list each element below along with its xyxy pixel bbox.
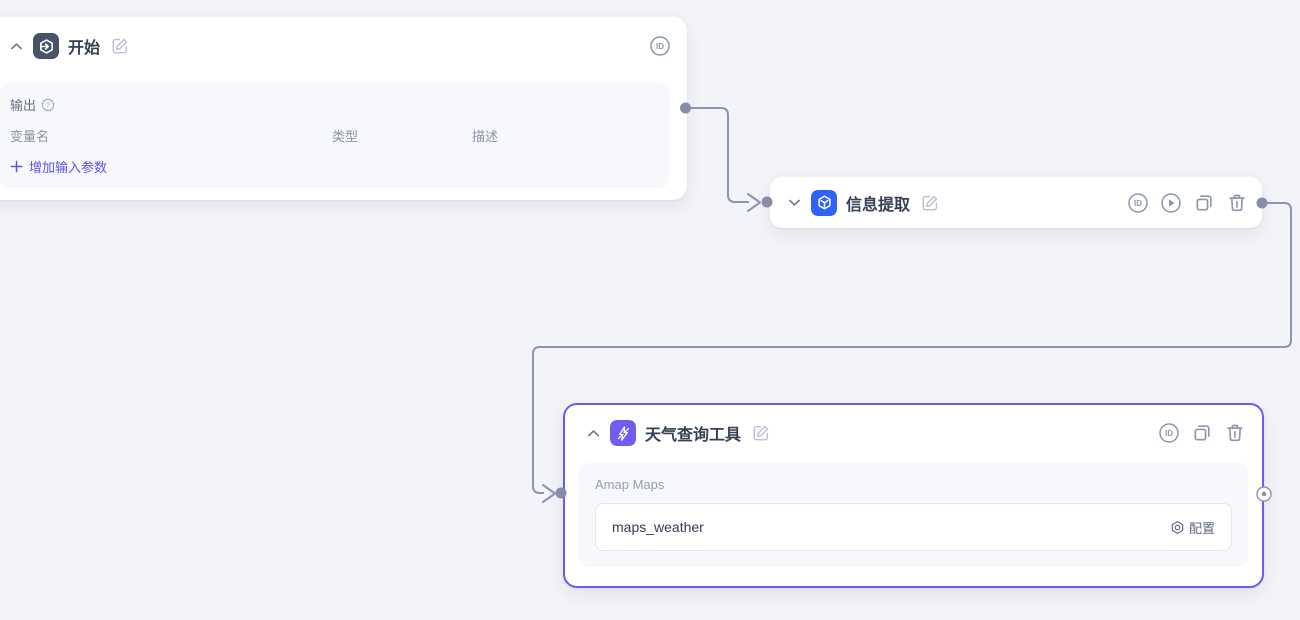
help-icon[interactable]: ?: [41, 98, 55, 112]
svg-text:ID: ID: [656, 42, 664, 51]
node-extract-header: 信息提取 ID: [770, 177, 1262, 228]
gear-icon: [1171, 520, 1184, 534]
node-id-button[interactable]: ID: [649, 35, 671, 57]
edge-extract-to-weather-arrowhead: [542, 484, 556, 503]
duplicate-node-button[interactable]: [1193, 192, 1215, 214]
edit-title-icon[interactable]: [111, 37, 129, 55]
edge-start-to-extract: [687, 107, 749, 203]
node-id-button[interactable]: ID: [1158, 422, 1180, 444]
delete-node-button[interactable]: [1224, 422, 1246, 444]
weather-tool-panel: Amap Maps maps_weather 配置: [579, 463, 1248, 567]
tool-provider-label: Amap Maps: [595, 477, 665, 492]
start-node-icon: [33, 33, 59, 59]
node-extract[interactable]: 信息提取 ID: [770, 177, 1262, 228]
svg-text:ID: ID: [1165, 429, 1173, 438]
node-extract-title: 信息提取: [846, 196, 911, 214]
node-start-title: 开始: [68, 40, 101, 57]
collapse-chevron-up-icon[interactable]: [8, 38, 24, 54]
tool-name: maps_weather: [612, 519, 704, 535]
configure-label: 配置: [1188, 520, 1215, 536]
node-weather-header: 天气查询工具 ID: [565, 405, 1262, 461]
edit-title-icon[interactable]: [921, 194, 939, 212]
node-id-button[interactable]: ID: [1127, 192, 1149, 214]
column-description: 描述: [472, 129, 499, 144]
expand-chevron-down-icon[interactable]: [786, 195, 802, 211]
start-output-panel: 输出 ? 变量名 类型 描述 增加输入参数: [0, 83, 669, 188]
svg-text:ID: ID: [1134, 199, 1142, 208]
tool-row[interactable]: maps_weather 配置: [595, 503, 1232, 551]
edit-title-icon[interactable]: [752, 424, 770, 442]
plus-icon: [10, 160, 23, 173]
output-label: 输出: [10, 98, 37, 113]
collapse-chevron-up-icon[interactable]: [585, 425, 601, 441]
node-start-header: 开始 ID: [0, 17, 687, 75]
add-input-param-label: 增加输入参数: [29, 160, 108, 175]
edge-start-to-extract-arrowhead: [747, 193, 761, 212]
node-weather-title: 天气查询工具: [645, 427, 742, 444]
configure-button[interactable]: 配置: [1170, 518, 1215, 537]
extract-node-icon: [811, 189, 837, 216]
columns-header-row: 变量名 类型 描述: [10, 126, 655, 145]
add-input-param-button[interactable]: 增加输入参数: [10, 157, 107, 176]
svg-text:?: ?: [46, 100, 50, 109]
delete-node-button[interactable]: [1226, 192, 1248, 214]
column-variable-name: 变量名: [10, 129, 50, 144]
run-node-button[interactable]: [1160, 192, 1182, 214]
column-type: 类型: [332, 129, 359, 144]
node-weather-tool[interactable]: 天气查询工具 ID Amap Maps maps_weather: [563, 403, 1264, 588]
weather-tool-icon: [610, 420, 636, 446]
node-start[interactable]: 开始 ID 输出 ? 变量名 类型 描述: [0, 17, 687, 200]
duplicate-node-button[interactable]: [1191, 422, 1213, 444]
